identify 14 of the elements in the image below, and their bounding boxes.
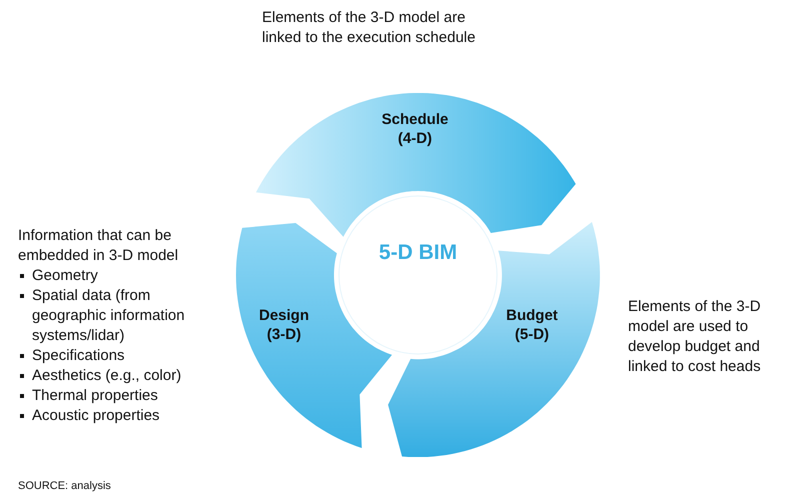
bullet-text: Aesthetics (e.g., color) (32, 366, 182, 386)
bullet-text: Specifications (32, 346, 125, 366)
center-label: 5-D BIM (378, 240, 458, 266)
segment-label: Budget (5-D) (505, 306, 559, 344)
source-note: SOURCE: analysis (18, 480, 111, 492)
bullet-text: Spatial data (from geographic information systems/lidar) (32, 286, 186, 346)
bullet-text: Thermal properties (32, 386, 158, 406)
segment-label: Schedule (4-D) (380, 110, 450, 148)
bullet-text: Acoustic properties (32, 406, 160, 426)
annotation-text: Information that can be embedded in 3-D model (18, 226, 180, 266)
annotation-text: Elements of the 3-D model are linked to the execution schedule (262, 8, 476, 48)
segment-label: Design (3-D) (258, 306, 310, 344)
annotation-text: Elements of the 3-D model are used to develop budget and linked to cost heads (628, 297, 762, 377)
bullet-text: Geometry (32, 266, 98, 286)
